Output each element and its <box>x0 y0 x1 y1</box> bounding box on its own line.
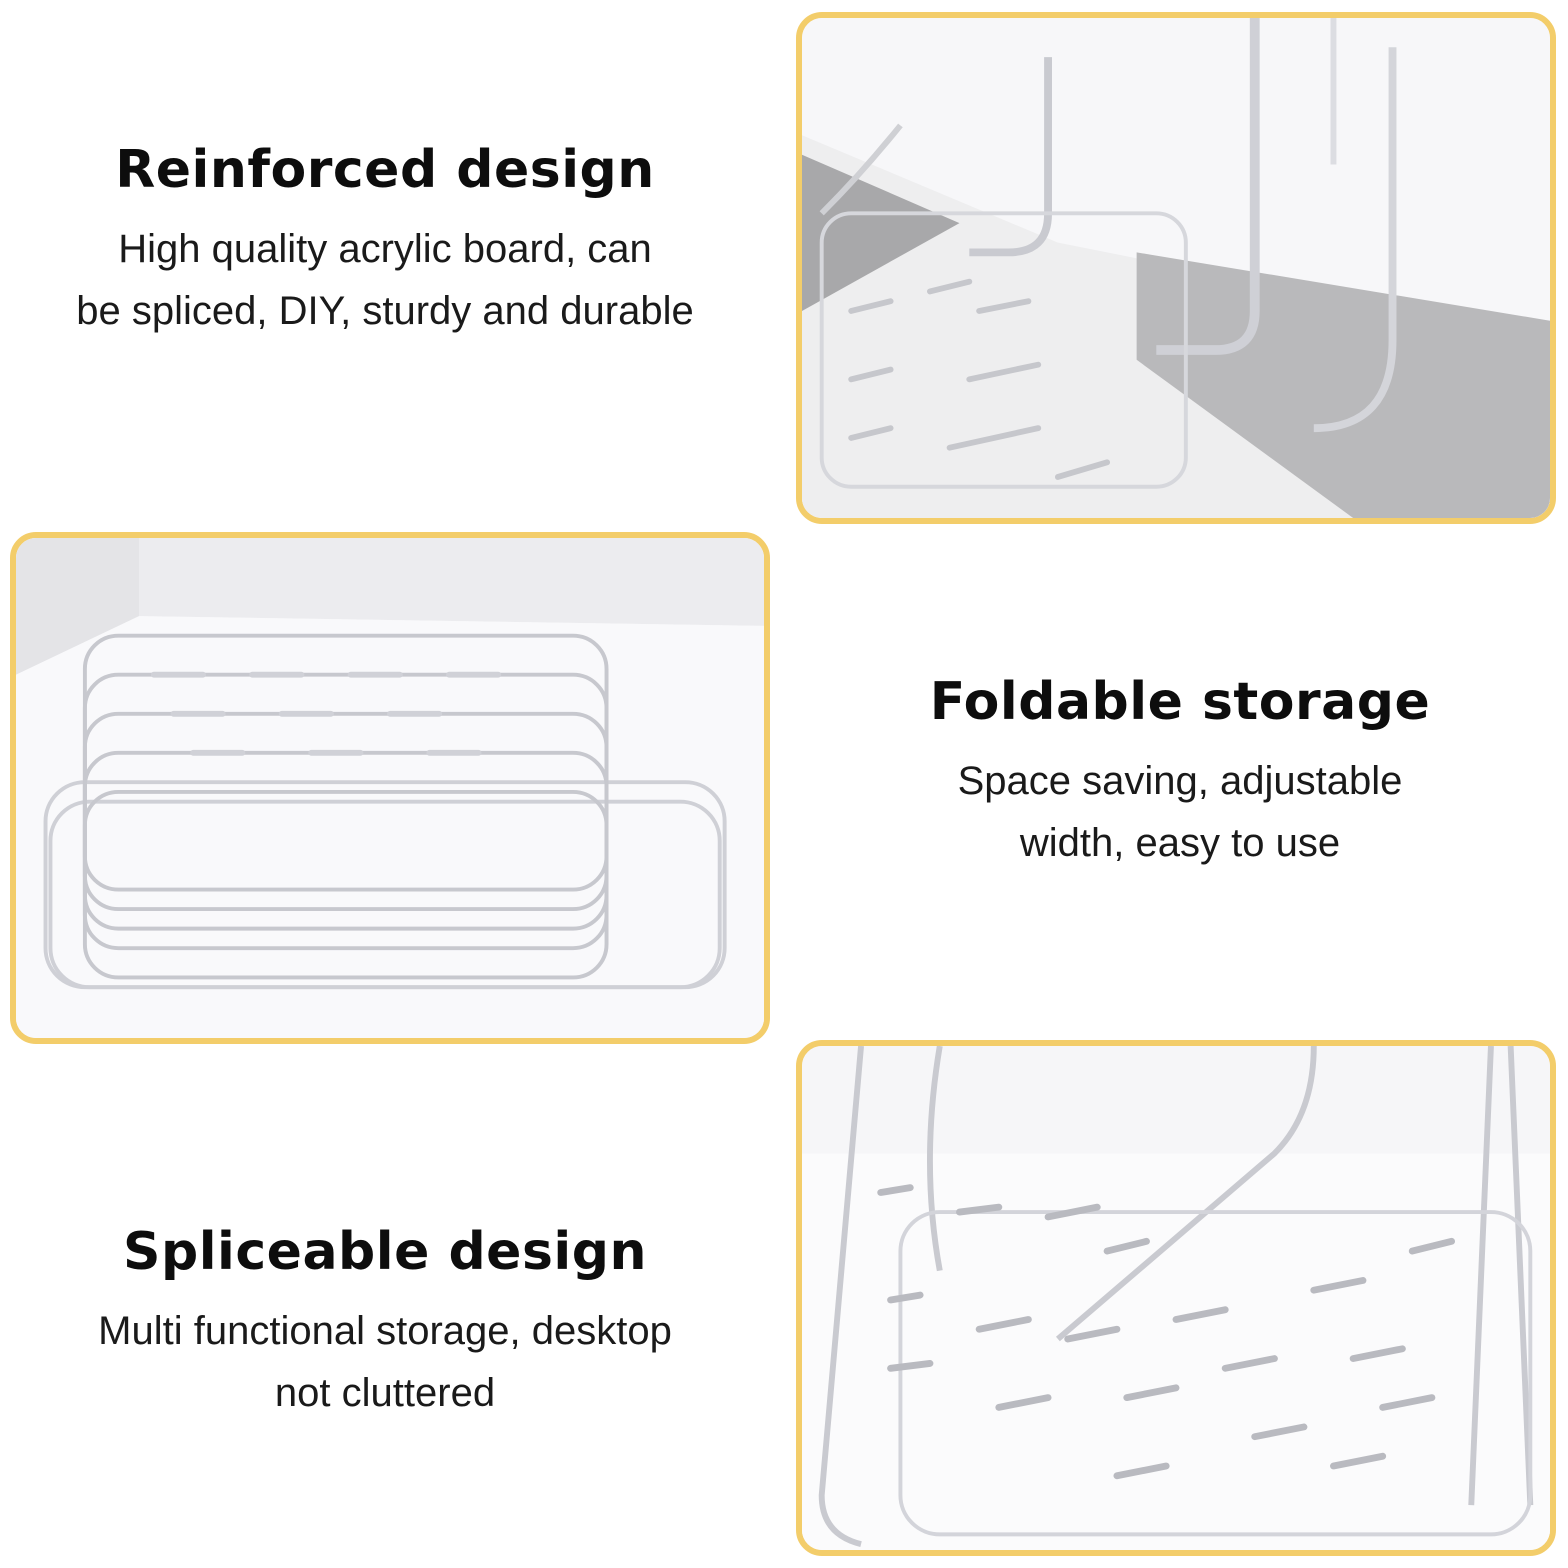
product-photo-stacked <box>10 532 770 1044</box>
section-desc-foldable-line1: Space saving, adjustable <box>957 759 1403 803</box>
section-reinforced: Reinforced design High quality acrylic b… <box>20 140 750 342</box>
product-photo-closeup <box>796 12 1556 524</box>
section-spliceable: Spliceable design Multi functional stora… <box>20 1222 750 1424</box>
section-title-reinforced: Reinforced design <box>115 140 655 200</box>
section-title-spliceable: Spliceable design <box>123 1222 647 1282</box>
section-foldable: Foldable storage Space saving, adjustabl… <box>800 672 1560 874</box>
section-desc-spliceable-line2: not cluttered <box>274 1371 496 1415</box>
section-desc-reinforced-line1: High quality acrylic board, can <box>118 227 652 271</box>
section-desc-foldable-line2: width, easy to use <box>1019 821 1341 865</box>
section-title-foldable: Foldable storage <box>929 672 1431 732</box>
section-desc-reinforced-line2: be spliced, DIY, sturdy and durable <box>76 289 694 333</box>
section-desc-spliceable-line1: Multi functional storage, desktop <box>98 1309 672 1353</box>
acrylic-rack-closeup-photo-icon <box>802 18 1550 518</box>
acrylic-rack-shelf-photo-icon <box>802 1046 1550 1550</box>
product-photo-shelf <box>796 1040 1556 1556</box>
stacked-acrylic-trays-photo-icon <box>16 538 764 1038</box>
